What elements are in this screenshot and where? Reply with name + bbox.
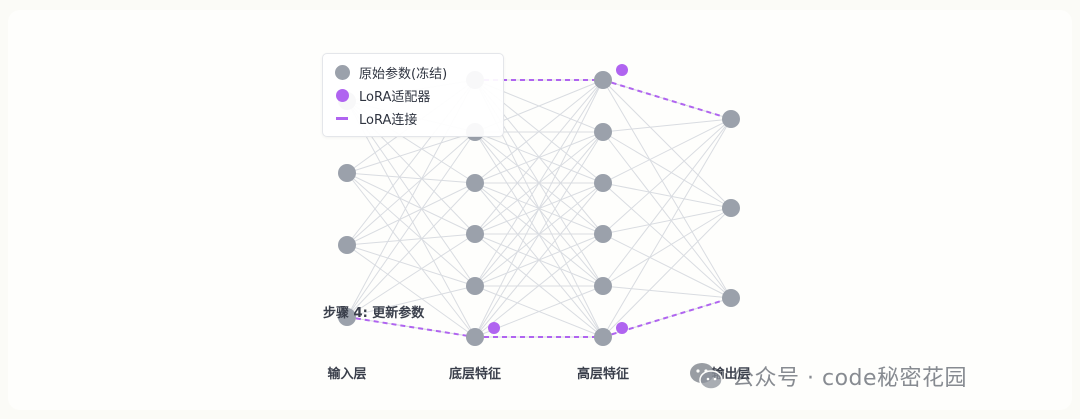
lora-connection-line xyxy=(602,79,732,120)
dashed-line-icon xyxy=(333,109,351,127)
edge xyxy=(346,172,476,184)
edge xyxy=(474,182,604,338)
gray-dot-icon xyxy=(333,63,351,81)
frozen-node xyxy=(594,71,612,89)
frozen-node xyxy=(594,277,612,295)
edge xyxy=(346,182,476,318)
edge xyxy=(346,131,476,246)
step-title: 步骤 4: 更新参数 xyxy=(323,306,425,321)
edge xyxy=(602,207,732,338)
lora-adapter-node xyxy=(616,64,628,76)
edge xyxy=(602,118,732,133)
frozen-node xyxy=(338,236,356,254)
lora-connection-line xyxy=(346,316,476,338)
wechat-icon xyxy=(688,361,724,391)
layer-label-high-features: 高层特征 xyxy=(576,367,630,382)
frozen-node xyxy=(594,225,612,243)
edge xyxy=(602,207,732,287)
frozen-node xyxy=(466,277,484,295)
frozen-node xyxy=(594,174,612,192)
edge xyxy=(602,118,732,235)
edge xyxy=(474,131,604,338)
edge xyxy=(602,79,732,299)
legend-label-frozen: 原始参数(冻结) xyxy=(359,66,448,82)
edge xyxy=(602,118,732,338)
watermark: 公众号 · code秘密花园 xyxy=(688,360,967,392)
legend-label-connection: LoRA连接 xyxy=(359,112,418,128)
edge xyxy=(602,285,732,299)
watermark-text: 公众号 · code秘密花园 xyxy=(732,366,968,391)
edge xyxy=(346,182,476,246)
edge xyxy=(346,172,476,235)
frozen-node xyxy=(338,164,356,182)
edge xyxy=(602,207,732,235)
purple-dot-icon xyxy=(333,86,351,104)
frozen-node xyxy=(338,308,356,326)
layer-label-input: 输入层 xyxy=(327,367,367,382)
edge xyxy=(346,233,476,318)
frozen-node xyxy=(466,225,484,243)
edge xyxy=(346,233,476,246)
edge xyxy=(602,118,732,184)
edge xyxy=(346,285,476,318)
frozen-node xyxy=(722,289,740,307)
edge xyxy=(602,131,732,299)
edge xyxy=(346,244,476,287)
frozen-node xyxy=(594,328,612,346)
edge xyxy=(602,182,732,299)
edge xyxy=(346,100,476,338)
edge xyxy=(474,79,604,184)
lora-adapter-node xyxy=(616,322,628,334)
edge xyxy=(602,182,732,209)
lora-adapters xyxy=(488,64,628,334)
frozen-node xyxy=(466,174,484,192)
frozen-node xyxy=(466,328,484,346)
legend-item-frozen-params: 原始参数(冻结) xyxy=(333,62,447,82)
edge xyxy=(602,118,732,287)
legend-item-lora-connection: LoRA连接 xyxy=(333,108,417,128)
layer-label-low-features: 底层特征 xyxy=(448,367,502,382)
frozen-node xyxy=(722,199,740,217)
lora-adapter-node xyxy=(488,322,500,334)
edge xyxy=(602,131,732,209)
edge xyxy=(474,79,604,338)
frozen-node xyxy=(722,110,740,128)
legend-label-adapter: LoRA适配器 xyxy=(359,89,431,105)
edge xyxy=(346,244,476,338)
legend: 原始参数(冻结) LoRA适配器 LoRA连接 xyxy=(322,53,504,137)
edge xyxy=(346,172,476,287)
frozen-node xyxy=(594,123,612,141)
edge xyxy=(474,79,604,287)
edge xyxy=(346,131,476,174)
edge xyxy=(474,79,604,235)
edge xyxy=(346,131,476,318)
edge xyxy=(474,233,604,338)
edge xyxy=(346,172,476,338)
edge xyxy=(602,233,732,299)
edge xyxy=(602,79,732,209)
legend-item-lora-adapter: LoRA适配器 xyxy=(333,85,430,105)
